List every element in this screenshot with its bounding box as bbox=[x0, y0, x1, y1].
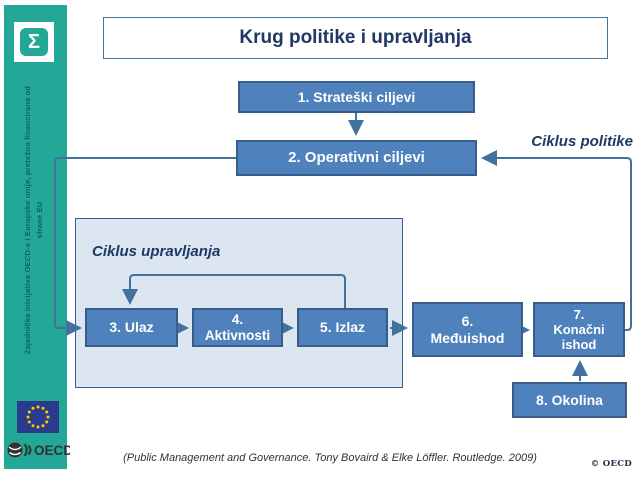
box-konacni-ishod: 7. Konačni ishod bbox=[533, 302, 625, 357]
management-cycle-label: Ciklus upravljanja bbox=[92, 243, 221, 260]
sigma-icon: Σ bbox=[20, 28, 48, 56]
policy-cycle-label: Ciklus politike bbox=[531, 133, 633, 150]
sidebar-band: Σ Zajednička inicijativa OECD-a i Europs… bbox=[4, 5, 70, 469]
copyright-oecd: © OECD bbox=[590, 459, 632, 469]
eu-flag-icon bbox=[17, 401, 59, 433]
slide-title: Krug politike i upravljanja bbox=[239, 27, 472, 48]
box-izlaz: 5. Izlaz bbox=[297, 308, 388, 347]
box-strateski-ciljevi: 1. Strateški ciljevi bbox=[238, 81, 475, 113]
slide-title-box: Krug politike i upravljanja bbox=[103, 17, 608, 59]
box-meduishod: 6. Međuishod bbox=[412, 302, 523, 357]
box-aktivnosti: 4. Aktivnosti bbox=[192, 308, 283, 347]
citation-text: (Public Management and Governance. Tony … bbox=[123, 452, 537, 464]
box-operativni-ciljevi: 2. Operativni ciljevi bbox=[236, 140, 477, 176]
box-ulaz: 3. Ulaz bbox=[85, 308, 178, 347]
sidebar-vertical-text: Zajednička inicijativa OECD-a i Europske… bbox=[23, 85, 44, 355]
box-okolina: 8. Okolina bbox=[512, 382, 627, 418]
sigma-logo: Σ bbox=[14, 22, 54, 62]
oecd-logo: OECD bbox=[7, 442, 70, 458]
svg-text:OECD: OECD bbox=[34, 443, 70, 458]
